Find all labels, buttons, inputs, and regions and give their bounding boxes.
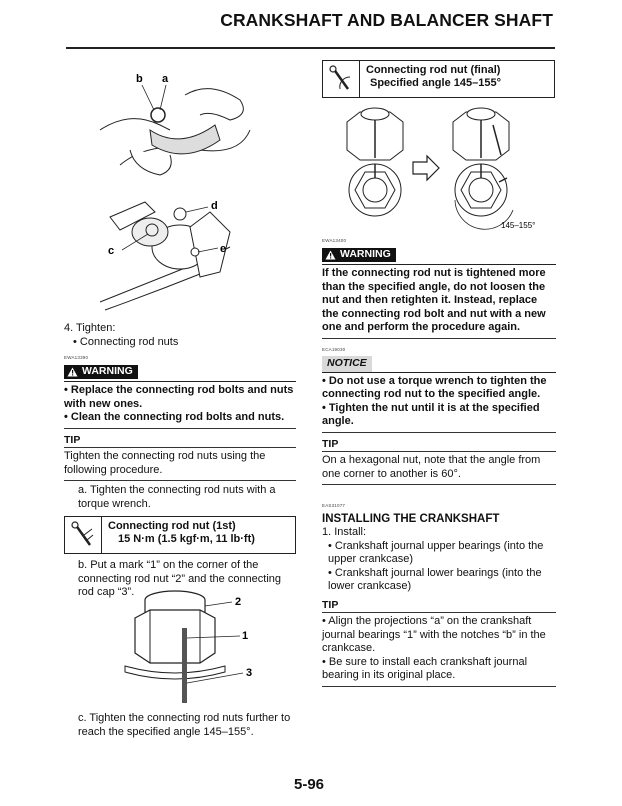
warning-item: • Clean the connecting rod bolts and nut…	[64, 411, 285, 423]
section-title: INSTALLING THE CRANKSHAFT	[322, 512, 500, 525]
fig1-label-b: b	[136, 73, 143, 85]
warning-header: WARNING	[64, 364, 296, 382]
angle-tightening-illustration: 145–155°	[346, 107, 535, 230]
install-item: • Crankshaft journal lower bearings (int…	[328, 566, 542, 593]
fig3-label-2: 2	[235, 596, 241, 608]
step-c: c. Tighten the connecting rod nuts furth…	[78, 712, 291, 738]
section-code: EAS31077	[322, 503, 346, 508]
spec-1st-name: Connecting rod nut (1st)	[108, 520, 236, 532]
tip-item: • Be sure to install each crankshaft jou…	[322, 655, 528, 682]
fig4-angle-label: 145–155°	[501, 221, 535, 230]
tip-label: TIP	[64, 433, 81, 446]
spec-final-name: Connecting rod nut (final)	[366, 64, 501, 76]
step-a: a. Tighten the connecting rod nuts with …	[78, 484, 276, 510]
warning-code: EWA13390	[64, 355, 89, 360]
tip-label: TIP	[322, 598, 339, 611]
spec-1st-value: 15 N·m (1.5 kgf·m, 11 lb·ft)	[118, 533, 255, 545]
page-number: 5-96	[294, 776, 325, 793]
warning-label: WARNING	[82, 364, 133, 377]
warning-code: EWA13400	[322, 238, 347, 243]
tip-item: • Align the projections “a” on the crank…	[322, 615, 546, 654]
fig3-label-3: 3	[246, 667, 252, 679]
notice-item: • Tighten the nut until it is at the spe…	[322, 401, 540, 428]
nut-mark-illustration: 2 1 3	[124, 590, 252, 703]
step-4: 4. Tighten:	[64, 322, 116, 334]
warning-header: WARNING	[322, 247, 556, 265]
crankshaft-illustration: d c e	[99, 200, 231, 311]
warning-badge: WARNING	[322, 247, 396, 262]
step-b: b. Put a mark “1” on the corner of the c…	[78, 559, 282, 598]
fig1-label-a: a	[162, 73, 169, 85]
fig2-label-e: e	[220, 243, 226, 255]
notice-badge: NOTICE	[322, 356, 372, 372]
spec-final-value: Specified angle 145–155°	[370, 77, 501, 89]
warning-triangle-icon	[67, 367, 78, 376]
notice-item: • Do not use a torque wrench to tighten …	[322, 374, 547, 401]
tip-text: Tighten the connecting rod nuts using th…	[64, 450, 266, 476]
angle-wrench-icon	[323, 61, 360, 97]
fig2-label-d: d	[211, 200, 218, 212]
tip-label: TIP	[322, 437, 339, 450]
bearing-illustration: b a	[99, 73, 251, 176]
spec-box-1st: Connecting rod nut (1st) 15 N·m (1.5 kgf…	[64, 516, 296, 554]
notice-code: ECA19030	[322, 346, 346, 352]
install-item: • Crankshaft journal upper bearings (int…	[328, 539, 544, 566]
header-rule	[66, 47, 555, 49]
fig2-label-c: c	[108, 245, 114, 257]
warning-item: • Replace the connecting rod bolts and n…	[64, 384, 294, 410]
torque-wrench-icon	[65, 517, 102, 553]
fig3-label-1: 1	[242, 630, 248, 642]
warning-badge: WARNING	[64, 364, 138, 379]
spec-box-final: Connecting rod nut (final) Specified ang…	[322, 60, 555, 98]
step-4-item: • Connecting rod nuts	[73, 335, 179, 348]
warning-label: WARNING	[340, 247, 391, 260]
install-step: 1. Install:	[322, 526, 367, 538]
page-title: CRANKSHAFT AND BALANCER SHAFT	[220, 10, 553, 30]
warning-text: If the connecting rod nut is tightened m…	[322, 267, 546, 333]
notice-header: NOTICE	[322, 356, 556, 373]
tip-text: On a hexagonal nut, note that the angle …	[322, 454, 541, 480]
warning-triangle-icon	[325, 250, 336, 259]
